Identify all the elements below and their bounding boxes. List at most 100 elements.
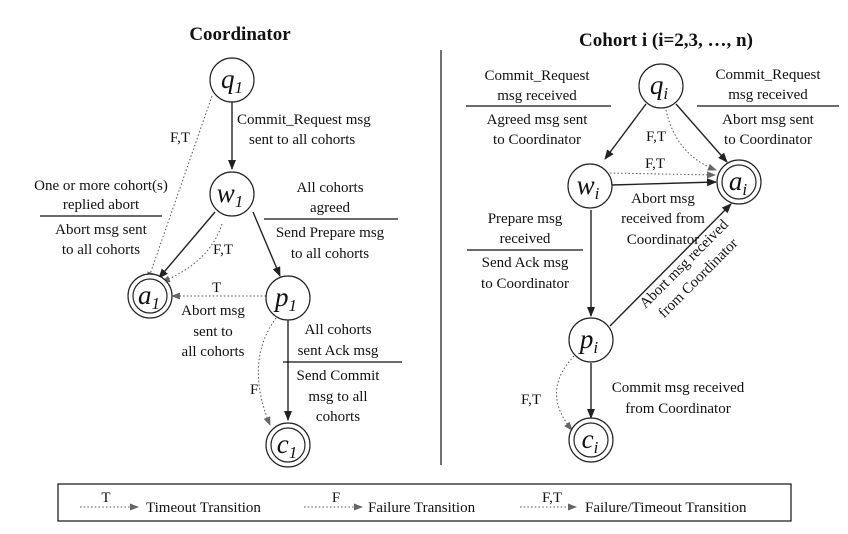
svg-text:Commit_Request msg: Commit_Request msg	[237, 112, 371, 128]
svg-text:Failure/Timeout Transition: Failure/Timeout Transition	[585, 500, 747, 516]
svg-text:Commit_Request: Commit_Request	[716, 67, 822, 83]
svg-text:All cohorts: All cohorts	[296, 180, 363, 196]
label-qi-ai: Commit_Request msg received Abort msg se…	[697, 67, 839, 148]
edge-p1-c1-f	[257, 317, 277, 426]
edge-q1-a1-ft	[147, 95, 213, 281]
cohort-panel: Cohort i (i=2,3, …, n) qi wi ai pi	[466, 30, 839, 463]
label-wi-pi: Prepare msg received Send Ack msg to Coo…	[467, 211, 583, 292]
state-pi: pi	[568, 317, 614, 363]
edge-qi-wi	[604, 103, 647, 160]
svg-text:Agreed msg sent: Agreed msg sent	[487, 112, 589, 128]
coordinator-title: Coordinator	[189, 24, 291, 45]
svg-text:from Coordinator: from Coordinator	[625, 401, 730, 417]
label-p1-a1: Abort msg sent to all cohorts	[181, 303, 245, 360]
label-w1-p1: All cohorts agreed Send Prepare msg to a…	[264, 180, 398, 262]
state-qi: qi	[638, 63, 684, 109]
svg-text:Abort msg: Abort msg	[631, 191, 695, 207]
state-ci: ci	[568, 417, 614, 463]
svg-text:w1: w1	[217, 178, 244, 211]
svg-text:to Coordinator: to Coordinator	[724, 132, 812, 148]
state-a1: a1	[127, 273, 173, 319]
svg-text:All cohorts: All cohorts	[304, 322, 371, 338]
edge-w1-p1	[252, 211, 281, 277]
cohort-title: Cohort i (i=2,3, …, n)	[579, 30, 753, 51]
edge-qi-ai-ft	[665, 109, 717, 171]
svg-text:c1: c1	[277, 429, 297, 462]
svg-text:Commit_Request: Commit_Request	[485, 68, 591, 84]
label-wi-ai: Abort msg received from Coordinator	[621, 191, 705, 248]
svg-text:to all cohorts: to all cohorts	[62, 242, 140, 258]
label-qi-ai-ft: F,T	[646, 129, 666, 145]
svg-text:Failure Transition: Failure Transition	[368, 500, 476, 516]
svg-text:F: F	[332, 490, 340, 506]
label-wi-ai-ft: F,T	[645, 156, 665, 172]
svg-text:F,T: F,T	[542, 490, 562, 506]
svg-text:qi: qi	[650, 70, 669, 103]
svg-text:Abort msg sent: Abort msg sent	[55, 222, 147, 238]
legend-failure-timeout: F,T Failure/Timeout Transition	[520, 490, 747, 516]
label-pi-ci: Commit msg received from Coordinator	[612, 380, 745, 417]
svg-text:msg to all: msg to all	[308, 389, 367, 405]
legend-timeout: T Timeout Transition	[80, 490, 261, 516]
edge-wi-ai	[611, 178, 717, 187]
label-q1-a1-ft: F,T	[170, 130, 190, 146]
state-p1: p1	[265, 275, 311, 321]
svg-text:Timeout Transition: Timeout Transition	[146, 500, 261, 516]
svg-text:ai: ai	[729, 166, 748, 199]
label-p1-c1: All cohorts sent Ack msg Send Commit msg…	[283, 322, 402, 425]
edge-pi-ci-ft	[556, 355, 575, 431]
svg-text:sent to all cohorts: sent to all cohorts	[249, 132, 355, 148]
edge-w1-a1-ft	[161, 223, 223, 283]
svg-text:wi: wi	[577, 170, 600, 203]
label-p1-a1-t: T	[212, 280, 221, 296]
label-p1-c1-f: F	[250, 382, 258, 398]
svg-text:sent Ack msg: sent Ack msg	[298, 343, 379, 359]
svg-text:ci: ci	[582, 424, 599, 457]
legend: T Timeout Transition F Failure Transitio…	[57, 483, 792, 522]
svg-text:to all cohorts: to all cohorts	[291, 246, 369, 262]
svg-text:all cohorts: all cohorts	[182, 344, 245, 360]
svg-text:Send Commit: Send Commit	[297, 368, 381, 384]
svg-text:T: T	[101, 490, 110, 506]
svg-text:Prepare msg: Prepare msg	[488, 211, 563, 227]
svg-text:Send Prepare msg: Send Prepare msg	[276, 225, 385, 241]
state-ai: ai	[716, 159, 762, 205]
label-pi-ci-ft: F,T	[521, 392, 541, 408]
svg-text:Abort msg sent: Abort msg sent	[722, 112, 814, 128]
svg-text:a1: a1	[138, 280, 160, 313]
svg-text:Send Ack msg: Send Ack msg	[482, 255, 569, 271]
state-c1: c1	[265, 422, 311, 468]
svg-text:p1: p1	[273, 282, 297, 315]
svg-text:sent to: sent to	[193, 324, 233, 340]
svg-text:q1: q1	[221, 64, 243, 97]
svg-text:received: received	[500, 231, 551, 247]
svg-text:Abort msg: Abort msg	[181, 303, 245, 319]
svg-text:Coordinator: Coordinator	[627, 232, 700, 248]
coordinator-panel: Coordinator q1 w1 a1 p1	[34, 24, 402, 468]
svg-text:to Coordinator: to Coordinator	[493, 132, 581, 148]
legend-failure: F Failure Transition	[304, 490, 476, 516]
label-q1-w1: Commit_Request msg sent to all cohorts	[237, 112, 371, 148]
svg-text:received from: received from	[621, 211, 705, 227]
edge-pi-ai	[609, 203, 732, 327]
svg-text:pi: pi	[578, 324, 599, 357]
label-w1-a1: One or more cohort(s) replied abort Abor…	[34, 178, 168, 258]
svg-text:agreed: agreed	[310, 200, 350, 216]
svg-text:msg received: msg received	[497, 88, 577, 104]
state-w1: w1	[209, 171, 255, 217]
svg-text:to Coordinator: to Coordinator	[481, 276, 569, 292]
edge-w1-a1	[158, 211, 216, 279]
state-wi: wi	[567, 163, 613, 209]
svg-text:replied abort: replied abort	[63, 197, 140, 213]
svg-text:Commit msg received: Commit msg received	[612, 380, 745, 396]
svg-text:One or more cohort(s): One or more cohort(s)	[34, 178, 168, 194]
svg-text:cohorts: cohorts	[316, 409, 360, 425]
label-w1-a1-ft: F,T	[213, 242, 233, 258]
edge-qi-ai	[675, 103, 728, 163]
svg-text:msg received: msg received	[728, 87, 808, 103]
label-qi-wi: Commit_Request msg received Agreed msg s…	[466, 68, 611, 148]
edge-wi-ai-ft	[609, 171, 716, 179]
legend-box	[57, 483, 792, 522]
state-q1: q1	[209, 57, 255, 103]
